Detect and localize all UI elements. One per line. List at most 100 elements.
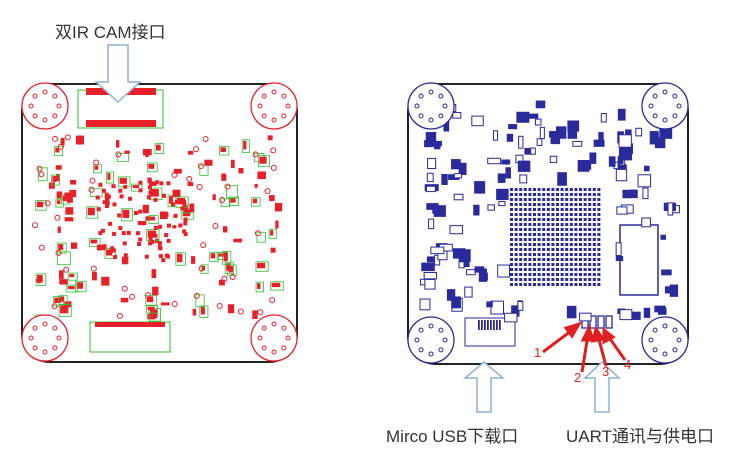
bga-ball xyxy=(510,233,513,236)
component-outline xyxy=(200,264,209,274)
bga-ball xyxy=(579,223,582,226)
bga-ball xyxy=(537,283,541,286)
mounting-hole-via xyxy=(281,345,287,351)
pad xyxy=(267,135,273,141)
pad xyxy=(94,165,99,170)
pad xyxy=(430,246,445,255)
pin-number-1: 1 xyxy=(534,345,542,360)
bga-ball xyxy=(551,263,555,266)
mounting-hole-via xyxy=(56,103,62,109)
component-outline xyxy=(106,171,114,184)
pad xyxy=(174,199,179,204)
pad xyxy=(539,126,545,140)
pad xyxy=(150,309,158,319)
component-outline xyxy=(57,251,71,266)
pad xyxy=(453,193,464,201)
pad xyxy=(138,188,143,193)
component-outline xyxy=(257,155,271,168)
bga-ball xyxy=(533,233,536,236)
bga-ball xyxy=(579,278,582,281)
pad xyxy=(464,286,473,298)
pad xyxy=(153,225,158,230)
bga-ball xyxy=(528,188,532,191)
uart-port-arrow xyxy=(583,360,621,413)
mounting-hole-via xyxy=(418,113,424,119)
bga-ball xyxy=(523,198,527,201)
bga-ball xyxy=(556,283,559,286)
bga-ball xyxy=(560,203,564,206)
pad xyxy=(451,296,461,309)
bga-ball xyxy=(556,208,559,211)
bga-ball xyxy=(569,208,573,211)
bga-ball xyxy=(551,283,555,286)
bga-ball xyxy=(546,283,550,286)
bga-ball xyxy=(579,193,582,196)
pad xyxy=(164,233,169,238)
pad xyxy=(589,152,597,164)
pad xyxy=(452,112,462,119)
bga-ball xyxy=(579,208,582,211)
bga-ball xyxy=(597,238,601,241)
bga-ball xyxy=(560,223,564,226)
pad xyxy=(132,185,140,189)
pad xyxy=(145,216,151,221)
bga-ball xyxy=(514,248,518,251)
bga-ball xyxy=(537,203,541,206)
mounting-hole-via xyxy=(32,325,38,331)
pad xyxy=(113,254,118,259)
bga-ball xyxy=(579,283,582,286)
mounting-hole-via xyxy=(32,345,38,351)
bga-ball xyxy=(560,233,564,236)
bga-ball xyxy=(556,213,559,216)
pad xyxy=(97,246,102,251)
bga-ball xyxy=(546,228,550,231)
mounting-hole-via xyxy=(257,335,263,341)
pad xyxy=(517,160,531,172)
pad xyxy=(101,276,110,286)
bga-ball xyxy=(523,193,527,196)
via xyxy=(216,303,223,310)
pad xyxy=(530,147,536,155)
bga-ball xyxy=(556,263,559,266)
component-outline xyxy=(228,196,239,207)
bga-ball xyxy=(533,223,536,226)
bga-ball xyxy=(533,253,536,256)
pad xyxy=(204,159,213,166)
pad xyxy=(164,253,169,258)
bga-ball xyxy=(569,213,573,216)
pad xyxy=(166,238,171,243)
bga-ball xyxy=(533,273,536,276)
bga-ball xyxy=(565,258,569,261)
pad xyxy=(187,182,194,187)
bga-ball xyxy=(574,268,578,271)
bga-ball xyxy=(528,218,532,221)
via xyxy=(269,297,276,304)
usb-pin xyxy=(499,320,501,330)
bga-ball xyxy=(583,193,587,196)
bga-ball xyxy=(528,278,532,281)
mounting-hole-via xyxy=(672,347,678,353)
bga-ball xyxy=(519,268,523,271)
bga-ball xyxy=(560,258,564,261)
bga-ball xyxy=(569,193,573,196)
pad xyxy=(419,298,431,311)
mounting-hole-via xyxy=(261,113,267,119)
via xyxy=(270,164,277,171)
pad xyxy=(59,296,65,302)
via xyxy=(115,151,122,158)
bga-ball xyxy=(592,278,596,281)
mounting-hole-via xyxy=(261,325,267,331)
bga-ball xyxy=(597,228,601,231)
bga-ball xyxy=(542,268,546,271)
bga-ball xyxy=(560,198,564,201)
pad xyxy=(180,206,185,211)
bga-ball xyxy=(597,198,601,201)
mounting-hole-via xyxy=(442,337,448,343)
pad xyxy=(55,165,62,170)
pad xyxy=(254,183,258,188)
bga-ball xyxy=(533,203,536,206)
bga-ball xyxy=(556,243,559,246)
bga-ball xyxy=(537,193,541,196)
bga-ball xyxy=(551,228,555,231)
pad xyxy=(166,223,171,228)
